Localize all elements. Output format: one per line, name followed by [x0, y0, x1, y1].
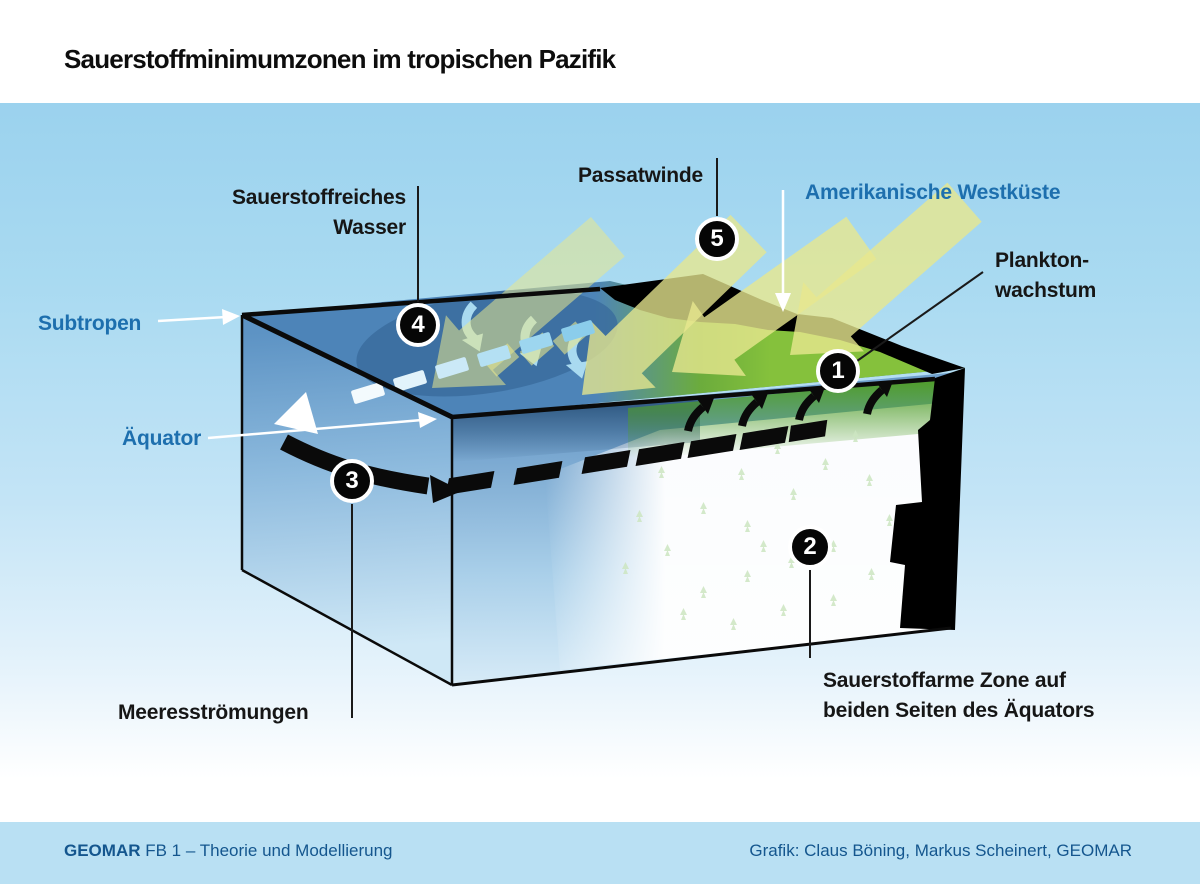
label-american-west-coast: Amerikanische Westküste [805, 181, 1061, 204]
label-oxygen-poor-zone: Sauerstoffarme Zone auf beiden Seiten de… [823, 669, 1095, 722]
marker-4-oxygen-rich-water: 4 [396, 303, 440, 347]
label-oxygen-rich-water: Sauerstoffreiches Wasser [231, 186, 406, 239]
marker-5-trade-winds: 5 [695, 217, 739, 261]
footer-left-text: FB 1 – Theorie und Modellierung [145, 841, 393, 860]
label-trade-winds: Passatwinde [577, 164, 703, 187]
footer-org: GEOMAR [64, 841, 141, 860]
label-equator: Äquator [122, 427, 202, 450]
footer-credit: Grafik: Claus Böning, Markus Scheinert, … [749, 841, 1132, 860]
label-ocean-currents: Meeresströmungen [118, 701, 309, 724]
label-subtropics: Subtropen [38, 312, 142, 335]
marker-3-ocean-currents: 3 [330, 459, 374, 503]
footer-bar: GEOMAR FB 1 – Theorie und Modellierung G… [0, 822, 1200, 884]
label-plankton-growth: Plankton- wachstum [995, 249, 1097, 302]
marker-2-oxygen-poor-zone: 2 [788, 525, 832, 569]
page-title: Sauerstoffminimumzonen im tropischen Paz… [64, 44, 616, 74]
marker-1-plankton-growth: 1 [816, 349, 860, 393]
footer-left: GEOMAR FB 1 – Theorie und Modellierung [64, 841, 393, 861]
